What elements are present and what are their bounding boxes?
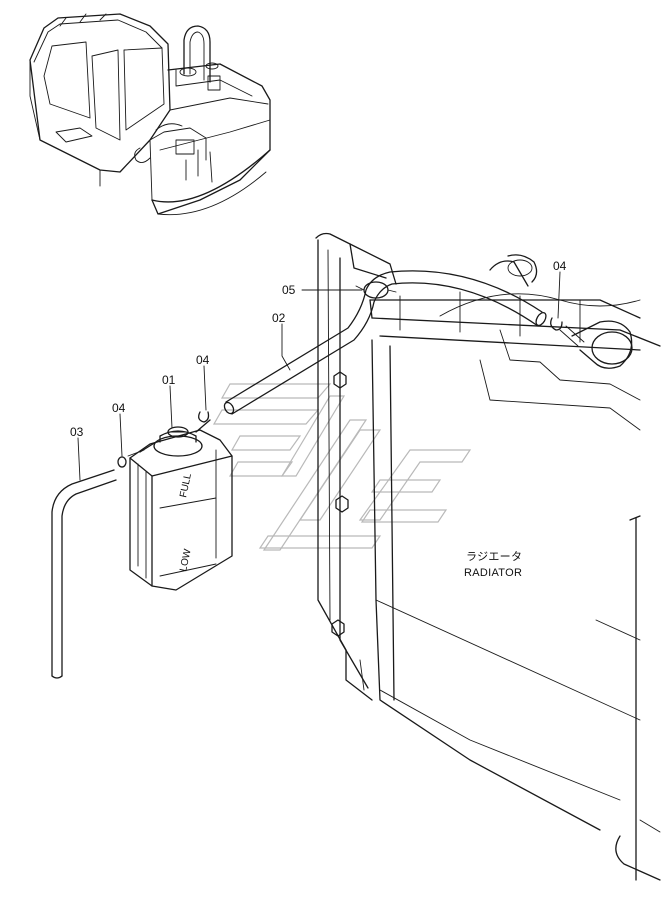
- callout-02: 02: [272, 311, 286, 325]
- hose-clip: [550, 317, 563, 331]
- callout-05: 05: [282, 283, 296, 297]
- hose-clamp: [355, 281, 397, 299]
- drain-hose: [51, 449, 145, 679]
- callout-04-mid: 04: [196, 353, 210, 367]
- radiator-assembly: [315, 232, 661, 881]
- hose-clip: [198, 411, 210, 423]
- watermark-logo: [212, 383, 472, 551]
- radiator-cap: [559, 320, 633, 369]
- leader-lines: [77, 271, 561, 481]
- callout-03: 03: [70, 425, 84, 439]
- excavator-overview: [29, 13, 271, 216]
- mounting-bolt: [333, 371, 347, 389]
- tank-full-mark: FULL: [178, 472, 194, 499]
- mounting-bolt: [335, 495, 349, 513]
- radiator-label-en: RADIATOR: [464, 567, 522, 579]
- reserve-tank: FULL LOW: [129, 419, 233, 591]
- radiator-label-jp: ラジエータ: [466, 550, 522, 563]
- callout-01: 01: [162, 373, 176, 387]
- tank-cap: [139, 419, 211, 457]
- mounting-bolt: [331, 619, 345, 637]
- callout-04-left: 04: [112, 401, 126, 415]
- tank-low-mark: LOW: [178, 548, 194, 573]
- callout-04-right: 04: [553, 259, 567, 273]
- hose-clip: [117, 456, 127, 468]
